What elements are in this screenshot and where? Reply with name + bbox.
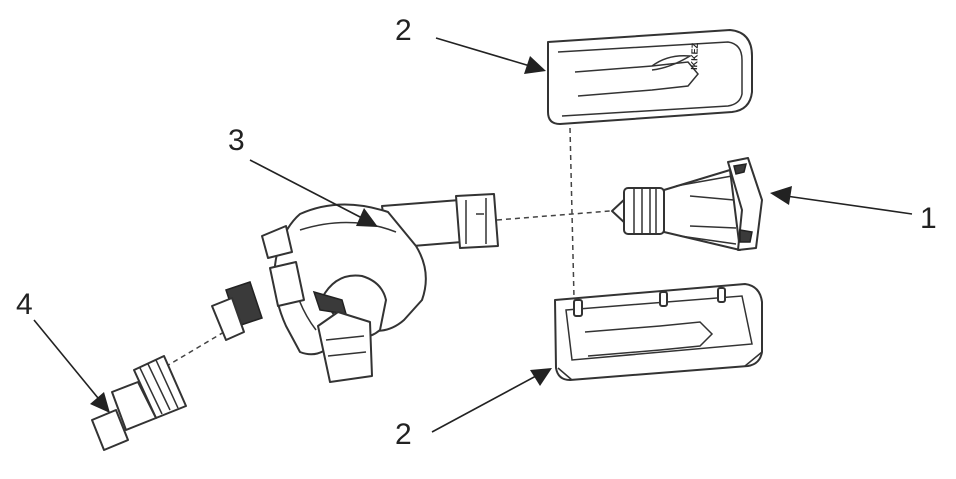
top-housing-groove-tip [651, 54, 693, 71]
guide-line-connector [159, 331, 225, 371]
connector-part [91, 281, 263, 451]
housing-post [717, 287, 726, 303]
bottom-housing-inner-wall [565, 295, 753, 361]
guide-line-probe-to-tube [496, 210, 611, 221]
callout-label-2-top: 2 [395, 14, 412, 47]
callout-label-2-bottom: 2 [395, 418, 412, 451]
arrow-head-3 [356, 208, 378, 227]
sensor-connector-boss [269, 261, 305, 307]
arrow-head-4 [90, 392, 110, 413]
probe-cylinder [623, 187, 665, 235]
arrow-line-3 [249, 159, 363, 219]
callout-label-1: 1 [920, 202, 937, 235]
arrow-line-1 [785, 195, 913, 215]
callout-arrows [33, 37, 913, 433]
callout-label-3: 3 [228, 124, 245, 157]
bottom-housing-shell [554, 283, 763, 381]
cable-sleeve [111, 381, 157, 431]
housing-post [659, 291, 668, 307]
bottom-housing-posts [573, 287, 726, 317]
arrow-line-2-bottom [431, 375, 537, 433]
housing-logo: IKKEZ [689, 42, 700, 70]
top-housing-shell: IKKEZ [547, 29, 753, 125]
sensor-jaw-detail [325, 335, 367, 357]
probe-cone-fins [675, 175, 737, 245]
probe-rear-collar [727, 157, 763, 251]
arrow-head-1 [770, 186, 792, 205]
housing-post [573, 299, 583, 317]
guide-line-housing-vertical [569, 127, 575, 299]
connector-stub [211, 297, 245, 341]
assembly-guide-lines [159, 127, 611, 371]
top-housing-inner-edge [557, 41, 743, 117]
cable-end [91, 409, 129, 451]
probe-collar-teeth [733, 163, 753, 243]
bottom-housing-outline [554, 283, 763, 381]
callout-label-4: 4 [16, 288, 33, 321]
bottom-housing-edge [557, 351, 763, 381]
top-housing-outline [547, 29, 753, 125]
arrow-line-4 [33, 319, 99, 399]
bottom-housing-groove [584, 321, 714, 357]
sensor-tube-clip-detail [465, 198, 487, 244]
sensor-tube-clip [455, 193, 499, 249]
sensor-head-part [261, 193, 499, 383]
cable-nut-ridges [139, 359, 179, 415]
sensor-lower-jaw [317, 311, 373, 383]
probe-part [611, 157, 763, 251]
arrow-line-2-top [435, 37, 531, 67]
arrow-head-2-bottom [530, 368, 552, 386]
probe-ribs [633, 188, 657, 234]
arrow-head-2-top [524, 56, 546, 74]
sensor-side-clip [261, 225, 293, 259]
